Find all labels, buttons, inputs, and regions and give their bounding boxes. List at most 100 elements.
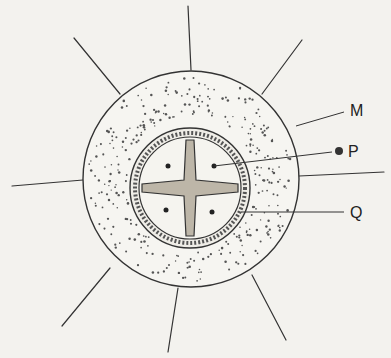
stipple-dot [251, 214, 253, 216]
stipple-dot [95, 203, 97, 205]
stipple-dot [142, 105, 144, 107]
stipple-dot [257, 252, 259, 254]
stipple-dot [245, 222, 247, 224]
stipple-dot [115, 246, 117, 248]
stipple-dot [137, 95, 139, 97]
stipple-dot [135, 141, 137, 143]
stipple-dot [130, 142, 132, 144]
stipple-dot [218, 249, 219, 250]
stipple-dot [140, 134, 142, 136]
stipple-dot [127, 202, 130, 205]
stipple-dot [263, 179, 266, 182]
stipple-dot [167, 82, 169, 84]
spine [168, 288, 178, 352]
stipple-dot [132, 138, 134, 140]
stipple-dot [198, 105, 200, 107]
cross-shape [142, 140, 238, 236]
stipple-dot [232, 116, 233, 117]
stipple-dot [192, 113, 194, 115]
stipple-dot [249, 151, 251, 153]
stipple-dot [207, 105, 209, 107]
stipple-dot [190, 258, 192, 260]
stipple-dot [130, 223, 132, 225]
stipple-dot [283, 185, 285, 187]
stipple-dot [277, 225, 279, 227]
stipple-dot [165, 86, 167, 88]
stipple-dot [188, 88, 190, 90]
stipple-dot [277, 194, 279, 196]
stipple-dot [239, 251, 241, 253]
stipple-dot [126, 174, 128, 176]
stipple-dot [108, 180, 110, 182]
stipple-dot [204, 84, 206, 86]
nucleus [210, 210, 215, 215]
stipple-dot [256, 166, 258, 168]
stipple-dot [229, 125, 231, 127]
stipple-dot [168, 117, 170, 119]
stipple-dot [277, 205, 279, 207]
stipple-dot [240, 239, 243, 242]
stipple-dot [193, 77, 195, 79]
stipple-dot [146, 252, 148, 254]
stipple-dot [135, 224, 137, 226]
stipple-dot [252, 206, 255, 209]
stipple-dot [125, 137, 127, 139]
spine [299, 172, 384, 176]
stipple-dot [256, 229, 258, 231]
stipple-dot [109, 180, 111, 182]
stipple-dot [125, 149, 127, 151]
stipple-dot [285, 187, 286, 188]
stipple-dot [101, 191, 103, 193]
spines [12, 6, 384, 352]
stipple-dot [128, 237, 130, 239]
stipple-dot [241, 245, 242, 246]
stipple-dot [118, 194, 120, 196]
stipple-dot [154, 125, 155, 126]
stipple-dot [279, 179, 281, 181]
stipple-dot [108, 185, 109, 186]
stipple-dot [118, 164, 120, 166]
stipple-dot [197, 252, 199, 254]
stipple-dot [114, 244, 116, 246]
stipple-dot [141, 99, 143, 101]
stipple-dot [235, 261, 237, 263]
inner-wall-outer [130, 128, 250, 248]
stipple-dot [116, 156, 118, 158]
stipple-dot [254, 125, 256, 127]
stipple-dot [95, 205, 97, 207]
stipple-dot [143, 235, 145, 237]
stipple-dot [90, 160, 92, 162]
stipple-dot [167, 94, 168, 95]
stipple-dot [123, 100, 126, 103]
stipple-dot [150, 94, 153, 97]
stipple-dot [117, 207, 119, 209]
spine [188, 6, 191, 70]
stipple-dot [115, 184, 116, 185]
stipple-dot [266, 190, 268, 192]
stipple-dot [287, 180, 290, 183]
stipple-dot [122, 140, 124, 142]
stipple-dot [98, 223, 100, 225]
stipple-dot [163, 270, 165, 272]
stipple-dot [238, 234, 240, 236]
stipple-dot [228, 125, 229, 126]
stipple-dot [221, 247, 224, 250]
stipple-dot [260, 167, 262, 169]
stipple-dot [136, 134, 138, 136]
stipple-dot [272, 139, 273, 140]
stipple-dot [137, 264, 139, 266]
stipple-dot [155, 110, 157, 112]
stipple-dot [193, 260, 195, 262]
stipple-dot [279, 227, 281, 229]
stipple-dot [267, 155, 269, 157]
stipple-dot [250, 133, 251, 134]
stipple-dot [249, 234, 252, 237]
stipple-dot [149, 119, 151, 121]
stipple-dot [150, 121, 152, 123]
stipple-dot [268, 205, 270, 207]
stipple-dot [273, 172, 276, 175]
stipple-dot [110, 233, 112, 235]
stipple-dot [286, 209, 289, 212]
stipple-dot [90, 169, 93, 172]
stipple-dot [225, 116, 226, 117]
